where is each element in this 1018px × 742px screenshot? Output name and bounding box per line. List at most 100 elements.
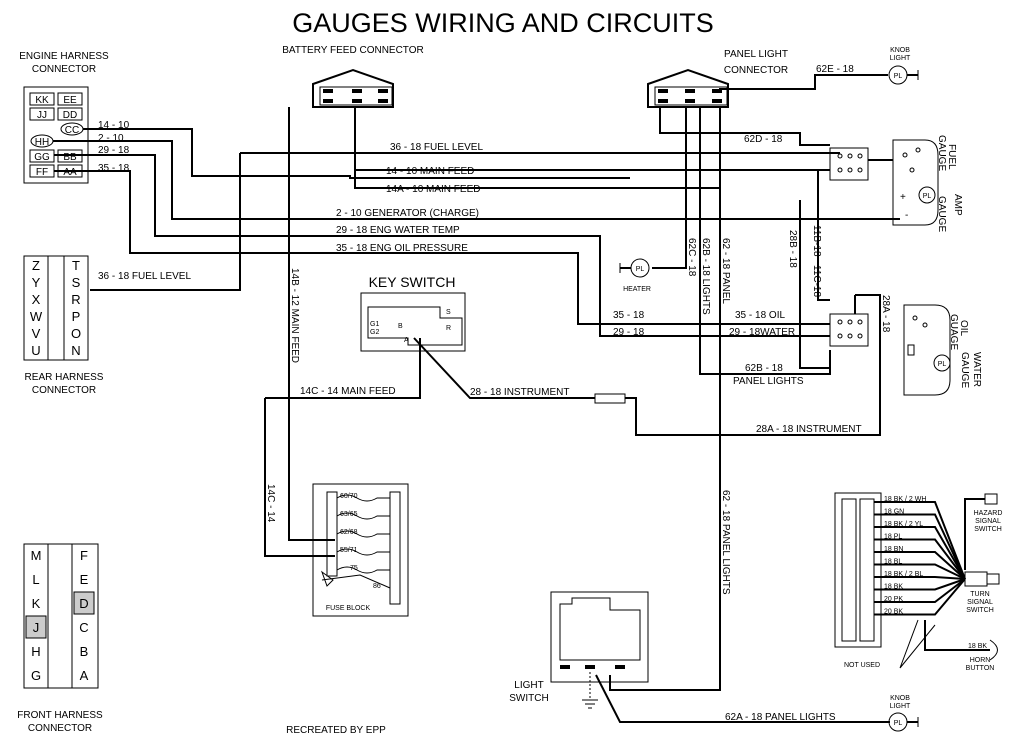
hazard-label-3: SWITCH xyxy=(974,526,1002,533)
rear-cell-y: Y xyxy=(32,275,41,290)
wire-label-oil-pressure: 35 - 18 ENG OIL PRESSURE xyxy=(336,243,468,254)
front-cell-j: J xyxy=(33,620,40,635)
turn-wire xyxy=(874,563,966,580)
turn-wire-label: 20 BK xyxy=(884,609,903,616)
rear-cell-v: V xyxy=(32,326,41,341)
fuse-label-5: 75 xyxy=(350,565,358,572)
fuel-amp-gauge: PL + - FUEL GAUGE AMP GAUGE xyxy=(892,135,963,232)
engine-cell-kk: KK xyxy=(35,95,49,106)
wire-label-62b: 62B - 18 xyxy=(745,363,783,374)
wire-label-14c: 14C - 14 MAIN FEED xyxy=(300,386,396,397)
wire-label-62-panel-lights: 62 - 18 PANEL LIGHTS xyxy=(720,490,731,595)
knob-light-bottom-1: KNOB xyxy=(890,695,910,702)
turn-label-1: TURN xyxy=(970,591,989,598)
turn-label-3: SWITCH xyxy=(966,607,994,614)
rear-cell-x: X xyxy=(32,292,41,307)
hazard-label-2: SIGNAL xyxy=(975,518,1001,525)
key-term-a: A xyxy=(404,337,409,344)
fuse-label-1: 60/70 xyxy=(340,493,358,500)
wire-label-62e: 62E - 18 xyxy=(816,64,854,75)
engine-cell-hh: HH xyxy=(35,137,49,148)
wire-label-62a: 62A - 18 PANEL LIGHTS xyxy=(725,712,836,723)
rear-cell-r: R xyxy=(71,292,80,307)
front-cell-h: H xyxy=(31,644,40,659)
turn-wire-label: 20 PK xyxy=(884,596,903,603)
engine-cell-aa: AA xyxy=(63,167,77,178)
turn-wire xyxy=(874,501,966,580)
fuse-label-4: 55/71 xyxy=(340,547,358,554)
wire-label-29-18: 29 - 18 xyxy=(98,145,130,156)
amp-minus-text: - xyxy=(905,210,908,221)
fuel-gauge-label-2: GAUGE xyxy=(936,135,947,171)
amp-gauge-label-2: GAUGE xyxy=(936,196,947,232)
panel-light-label-1: PANEL LIGHT xyxy=(724,49,788,60)
wire-label-instrument: 28 - 18 INSTRUMENT xyxy=(470,387,569,398)
rear-cell-o: O xyxy=(71,326,81,341)
knob-light-bottom: KNOB LIGHT PL xyxy=(888,695,919,732)
knob-light-top-2: LIGHT xyxy=(890,55,911,62)
heater-light: PL HEATER xyxy=(619,258,651,293)
turn-wire xyxy=(874,513,966,580)
oil-water-plug xyxy=(829,313,869,347)
wire-label-11c: 11C-18 xyxy=(811,265,822,297)
turn-wire-label: 18 GN xyxy=(884,509,904,516)
turn-wire xyxy=(874,526,966,580)
key-term-g2: G2 xyxy=(370,329,379,336)
wire-label-62c: 62C - 18 xyxy=(686,238,697,277)
turn-wire xyxy=(874,578,966,603)
turn-wire xyxy=(874,576,966,580)
horn-button: 18 BK HORN BUTTON xyxy=(924,620,998,672)
wire-label-2-10: 2 - 10 xyxy=(98,133,124,144)
wire-label-29: 29 - 18 xyxy=(613,327,645,338)
fuel-pl-text: PL xyxy=(923,193,932,200)
wire-label-11b: 11B-18 xyxy=(811,225,822,257)
diagram-title: GAUGES WIRING AND CIRCUITS xyxy=(292,8,714,38)
rear-harness-connector: Z Y X W V U T S R P O N REAR HARNESS CON… xyxy=(23,255,104,396)
fuel-gauge-label: FUEL xyxy=(946,144,957,170)
light-switch-label-1: LIGHT xyxy=(514,680,543,691)
engine-cell-ee: EE xyxy=(63,95,77,106)
turn-wire-label: 18 BL xyxy=(884,559,902,566)
engine-cell-ff: FF xyxy=(36,167,48,178)
turn-wire-label: 18 BK / 2 WH xyxy=(884,496,926,503)
turn-wire xyxy=(874,578,966,616)
hazard-switch: HAZARD SIGNAL SWITCH xyxy=(964,493,1002,570)
key-term-r: R xyxy=(446,325,451,332)
water-gauge-label: WATER xyxy=(971,352,982,387)
turn-wire xyxy=(874,551,966,580)
oil-water-gauge: PL OIL GUAGE WATER GAUGE xyxy=(903,304,982,396)
water-gauge-label-2: GAUGE xyxy=(959,352,970,388)
front-cell-a: A xyxy=(80,668,89,683)
wire-label-oil: 35 - 18 OIL xyxy=(735,310,785,321)
heater-label: HEATER xyxy=(623,286,651,293)
rear-cell-t: T xyxy=(72,258,80,273)
knob-light-top-1: KNOB xyxy=(890,47,910,54)
knob-pl-bottom: PL xyxy=(894,720,903,727)
wire-label-main-feed: 14 - 10 MAIN FEED xyxy=(386,166,474,177)
front-cell-k: K xyxy=(32,596,41,611)
rear-cell-s: S xyxy=(72,275,81,290)
front-harness-label-1: FRONT HARNESS xyxy=(17,710,103,721)
horn-label-2: BUTTON xyxy=(966,665,995,672)
oil-gauge-label: OIL xyxy=(958,320,969,337)
key-term-b: B xyxy=(398,323,403,330)
wire-label-62-panel: 62 - 18 PANEL xyxy=(720,238,731,304)
horn-label-1: HORN xyxy=(970,657,991,664)
turn-wire-label: 18 PL xyxy=(884,534,902,541)
turn-wire-label: 18 BK xyxy=(884,584,903,591)
panel-light-label-2: CONNECTOR xyxy=(724,65,788,76)
turn-wire-label: 18 BN xyxy=(884,546,903,553)
front-cell-b: B xyxy=(80,644,89,659)
engine-harness-label-1: ENGINE HARNESS xyxy=(19,51,109,62)
wire-label-main-feed-a: 14A - 10 MAIN FEED xyxy=(386,184,480,195)
engine-cell-bb: BB xyxy=(63,152,77,163)
wire-label-14-10: 14 - 10 xyxy=(98,120,130,131)
front-cell-d: D xyxy=(79,596,88,611)
turn-switch: TURN SIGNAL SWITCH xyxy=(964,571,1000,614)
front-cell-c: C xyxy=(79,620,88,635)
wire-label-rear-fuel: 36 - 18 FUEL LEVEL xyxy=(98,271,191,282)
credit-text: RECREATED BY EPP xyxy=(286,725,386,736)
horn-wire-label: 18 BK xyxy=(968,643,987,650)
